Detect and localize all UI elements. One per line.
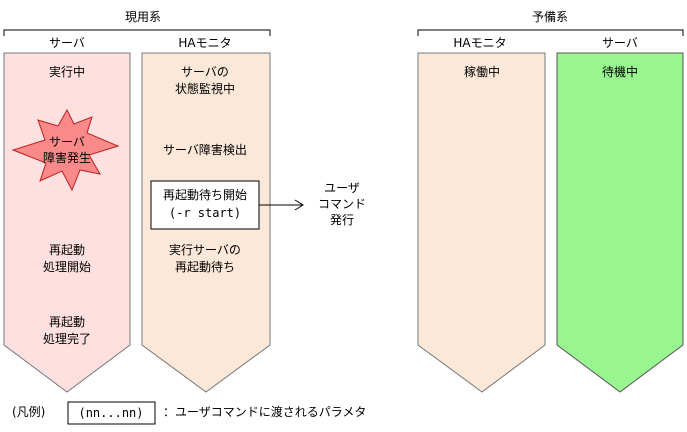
group-title-standby: 予備系 — [532, 9, 568, 24]
step-restart-start-line-1: 再起動 — [49, 243, 85, 257]
step-monitoring-line-1: サーバの — [181, 65, 229, 79]
step-wait-restart-line-2: 再起動待ち — [175, 260, 235, 274]
column-header-active-server: サーバ — [49, 36, 85, 50]
legend-sample-box — [67, 401, 156, 425]
bracket-active — [3, 29, 271, 36]
failure-burst-line-2: 障害発生 — [43, 150, 91, 165]
failure-burst-line-1: サーバ — [49, 135, 85, 149]
failure-burst-icon — [11, 108, 120, 192]
column-header-standby-server: サーバ — [602, 36, 638, 50]
column-body-standby-ha — [417, 52, 546, 393]
step-operating: 稼働中 — [464, 64, 500, 79]
column-header-active-ha: HAモニタ — [178, 36, 231, 50]
user-command-line-2: コマンド — [318, 197, 366, 211]
step-running: 実行中 — [49, 64, 85, 79]
legend-label: (凡例) — [12, 405, 45, 419]
legend-description: ：ユーザコマンドに渡されるパラメタ — [163, 404, 366, 419]
step-restart-done-line-2: 処理完了 — [43, 331, 91, 346]
step-restart-done-line-1: 再起動 — [49, 315, 85, 329]
step-standby: 待機中 — [602, 64, 638, 79]
step-wait-start: 再起動待ち開始 — [163, 188, 247, 202]
step-failure-detected: サーバ障害検出 — [163, 142, 247, 157]
step-monitoring-line-2: 状態監視中 — [175, 81, 235, 96]
column-body-standby-server — [556, 52, 684, 393]
column-header-standby-ha: HAモニタ — [453, 36, 506, 50]
bracket-standby — [417, 29, 684, 36]
group-title-active: 現用系 — [125, 10, 161, 24]
step-wait-restart-line-1: 実行サーバの — [169, 242, 241, 257]
arrowhead-icon — [294, 199, 304, 211]
step-restart-start-line-2: 処理開始 — [43, 260, 91, 274]
step-wait-start-param: (-r start) — [169, 206, 241, 220]
user-command-line-3: 発行 — [330, 213, 354, 227]
legend-sample: (nn...nn) — [78, 406, 143, 420]
user-command-line-1: ユーザ — [324, 181, 360, 195]
